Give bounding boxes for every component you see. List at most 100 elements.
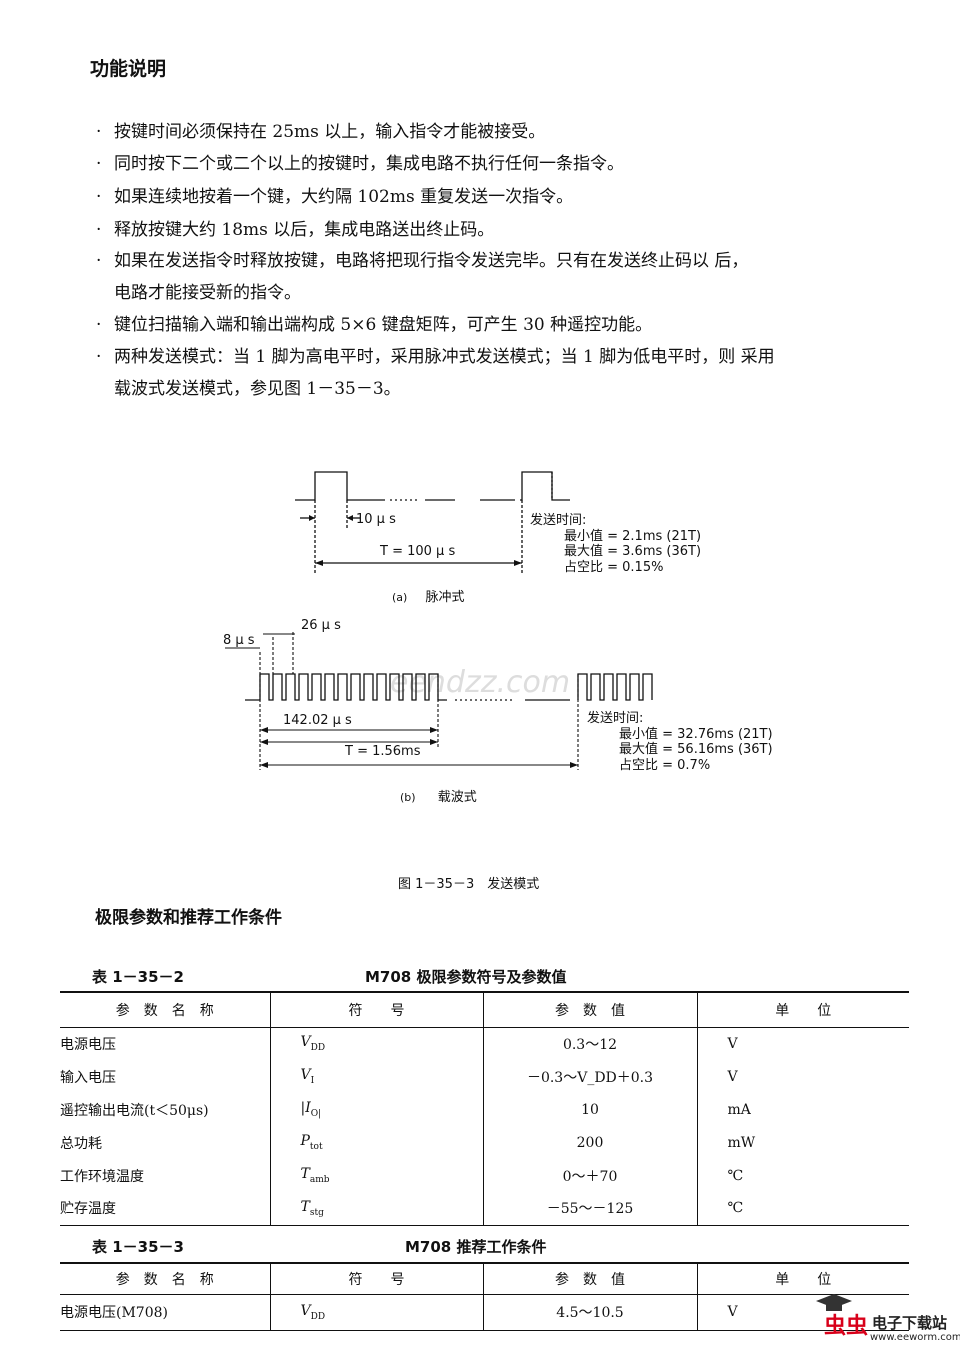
table-header-cell: 单 位	[697, 1264, 909, 1295]
param-symbol-sub: tot	[309, 1141, 323, 1152]
carrier-max-value: 最大值 = 56.16ms (36T)	[619, 741, 773, 757]
figure-b-tag: (b)	[400, 791, 416, 804]
site-logo-url: www.eeworm.com	[870, 1332, 960, 1343]
pulse-min-value: 最小值 = 2.1ms (21T)	[564, 528, 701, 544]
param-unit: V	[727, 1068, 738, 1085]
param-symbol-main: V	[300, 1067, 311, 1084]
section-title-limits: 极限参数和推荐工作条件	[95, 908, 282, 928]
param-unit: mW	[727, 1134, 756, 1151]
bullet-dot: ·	[96, 122, 102, 142]
table2-top-rule	[60, 991, 909, 993]
pulse-duty-value: 占空比 = 0.15%	[564, 560, 663, 575]
bullet-text: 两种发送模式：当 1 脚为高电平时，采用脉冲式发送模式；当 1 脚为低电平时，则…	[114, 347, 775, 367]
param-symbol-sub: DD	[310, 1043, 326, 1054]
param-symbol-main: V	[300, 1034, 311, 1051]
figure-a-caption: (a) 脉冲式	[392, 586, 464, 605]
pulse-width-label: 10 μ s	[356, 512, 396, 527]
param-unit: mA	[727, 1101, 751, 1118]
bullet-text: 如果在发送指令时释放按键，电路将把现行指令发送完毕。只有在发送终止码以 后，	[114, 251, 749, 271]
param-name: 遥控输出电流(t＜50μs)	[60, 1093, 271, 1126]
param-symbol-main: |I	[300, 1100, 311, 1117]
site-logo-brand: 虫虫	[824, 1314, 869, 1339]
param-name: 贮存温度	[60, 1192, 271, 1226]
param-name: 工作环境温度	[60, 1159, 271, 1192]
table2-title: M708 极限参数符号及参数值	[365, 968, 567, 986]
param-symbol-sub: DD	[310, 1311, 326, 1322]
param-name: 总功耗	[60, 1126, 271, 1159]
bullet-dot: ·	[96, 220, 102, 240]
bullet-dot: ·	[96, 154, 102, 174]
param-value: －0.3～V_DD＋0.3	[483, 1060, 698, 1093]
param-unit: ℃	[697, 1192, 909, 1226]
carrier-duty-value: 占空比 = 0.7%	[619, 758, 710, 773]
site-logo-text: 电子下载站	[872, 1314, 948, 1332]
bullet-text: 键位扫描输入端和输出端构成 5×6 键盘矩阵，可产生 30 种遥控功能。	[114, 315, 653, 335]
param-symbol-main: T	[300, 1198, 310, 1215]
param-symbol: Tstg	[270, 1192, 484, 1226]
param-symbol-main: V	[300, 1302, 311, 1319]
param-symbol: Tamb	[270, 1159, 484, 1192]
param-symbol: Ptot	[270, 1126, 484, 1159]
table-header-row: 参 数 名 称符 号参 数 值单 位	[60, 1264, 909, 1295]
bullet-dot: ·	[96, 187, 102, 207]
table-row: 遥控输出电流(t＜50μs)|IO|10 mA	[60, 1093, 909, 1126]
bullet-text: 电路才能接受新的指令。	[114, 283, 301, 303]
carrier-period-label: 26 μ s	[301, 618, 341, 633]
carrier-min-value: 最小值 = 32.76ms (21T)	[619, 726, 773, 742]
pulse-send-time-label: 发送时间:	[530, 512, 586, 528]
figure-a-tag: (a)	[392, 591, 408, 604]
table2-number: 表 1－35－2	[92, 968, 184, 986]
param-symbol: |IO|	[270, 1093, 484, 1126]
param-name: 电源电压(M708)	[60, 1294, 271, 1331]
bullet-dot: ·	[96, 347, 102, 367]
bullet-dot: ·	[96, 315, 102, 335]
carrier-burst-label: 142.02 μ s	[283, 713, 352, 728]
param-symbol-sub: amb	[309, 1174, 330, 1185]
section-title-functions: 功能说明	[90, 58, 167, 80]
figure-b-caption-text: 载波式	[437, 790, 477, 805]
bullet-text: 载波式发送模式，参见图 1－35－3。	[114, 379, 401, 399]
figure-title: 图 1－35－3 发送模式	[398, 877, 540, 892]
param-symbol-main: P	[300, 1133, 310, 1150]
carrier-watermark: eendzz.com	[390, 665, 570, 700]
param-value: 4.5～10.5	[483, 1294, 698, 1331]
bullet-text: 如果连续地按着一个键，大约隔 102ms 重复发送一次指令。	[114, 187, 574, 207]
table-header-cell: 单 位	[697, 993, 909, 1028]
table3-number: 表 1－35－3	[92, 1238, 184, 1256]
table-header-cell: 参 数 名 称	[60, 1264, 271, 1295]
param-symbol-main: T	[300, 1166, 310, 1183]
carrier-low-time-label: 8 μ s	[223, 633, 255, 648]
bullet-text: 同时按下二个或二个以上的按键时，集成电路不执行任何一条指令。	[114, 154, 624, 174]
param-value: 0～＋70	[483, 1159, 698, 1192]
param-symbol: VI	[270, 1060, 484, 1093]
bullet-dot: ·	[96, 251, 102, 271]
param-symbol-sub: stg	[309, 1207, 324, 1218]
param-symbol: VDD	[270, 1294, 484, 1331]
table3-title: M708 推荐工作条件	[405, 1238, 547, 1256]
figure-a-pulse-waveform: 10 μ s T = 100 μ s 发送时间: 最小值 = 2.1ms (21…	[295, 471, 701, 575]
figure-a-caption-text: 脉冲式	[425, 590, 465, 605]
pulse-max-value: 最大值 = 3.6ms (36T)	[564, 543, 701, 559]
param-symbol-sub: I	[310, 1075, 315, 1086]
carrier-burst-3	[577, 673, 653, 701]
table-header-cell: 符 号	[270, 1264, 484, 1295]
param-symbol: VDD	[270, 1027, 484, 1060]
carrier-total-period-label: T = 1.56ms	[344, 744, 421, 759]
graduation-cap-icon	[816, 1294, 852, 1311]
param-unit: ℃	[727, 1167, 744, 1184]
table-header-cell: 符 号	[270, 993, 484, 1028]
carrier-burst-1	[245, 673, 447, 701]
param-name: 电源电压	[60, 1027, 271, 1060]
figure-b-caption: (b) 载波式	[400, 786, 477, 805]
carrier-send-time-label: 发送时间:	[587, 710, 643, 726]
param-name: 输入电压	[60, 1060, 271, 1093]
pulse-period-label: T = 100 μ s	[379, 544, 455, 559]
param-value: 10	[483, 1093, 698, 1126]
table-header-cell: 参 数 名 称	[60, 993, 271, 1028]
table3-top-rule	[60, 1262, 909, 1264]
